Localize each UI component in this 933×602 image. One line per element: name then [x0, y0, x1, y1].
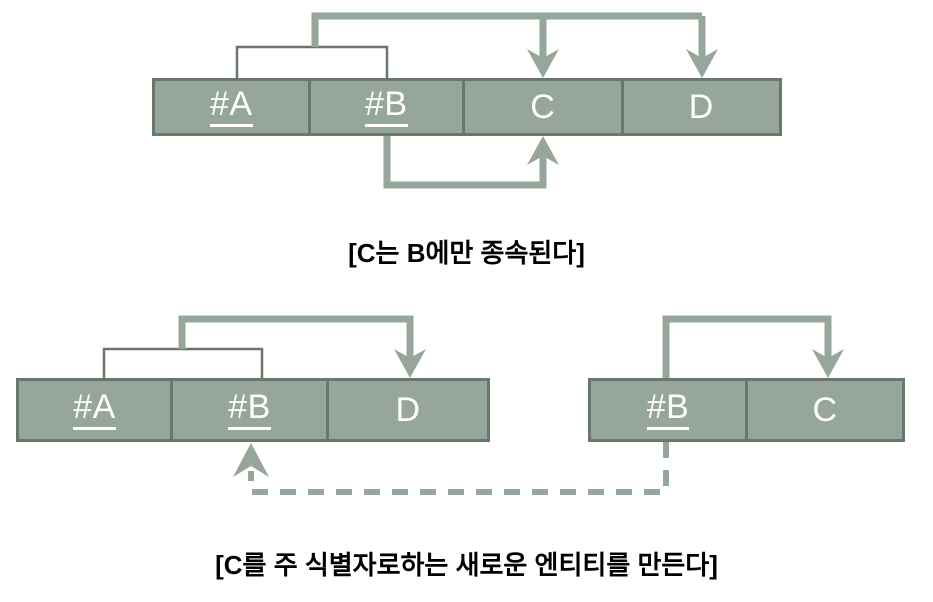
- attribute-label: #A: [73, 389, 116, 430]
- attribute-label: D: [688, 87, 714, 126]
- attribute-cell-a[interactable]: #A: [19, 381, 174, 439]
- foreign-key-dashed-link: [233, 442, 669, 495]
- bottom-left-entity-table[interactable]: #A #B D: [16, 378, 490, 442]
- dependency-arrow-d: [178, 315, 426, 378]
- attribute-cell-b[interactable]: #B: [173, 381, 330, 439]
- bottom-caption: [C를 주 식별자로하는 새로운 엔티티를 만든다]: [215, 550, 718, 580]
- attribute-cell-b[interactable]: #B: [591, 381, 748, 439]
- attribute-cell-d[interactable]: D: [623, 81, 779, 133]
- attribute-cell-a[interactable]: #A: [155, 81, 311, 133]
- attribute-label: D: [395, 390, 421, 429]
- dependency-arrow-c: [662, 315, 844, 378]
- attribute-cell-c[interactable]: C: [465, 81, 624, 133]
- bottom-right-entity-table[interactable]: #B C: [588, 378, 905, 442]
- attribute-label: #B: [228, 389, 271, 430]
- composite-key-bracket-top: [235, 45, 389, 78]
- attribute-cell-d[interactable]: D: [329, 381, 487, 439]
- attribute-cell-c[interactable]: C: [748, 381, 902, 439]
- composite-key-bracket-bottom: [102, 347, 264, 378]
- top-caption: [C는 B에만 종속된다]: [348, 238, 585, 268]
- attribute-label: #B: [364, 86, 408, 127]
- top-entity-table[interactable]: #A #B C D: [152, 78, 782, 136]
- partial-dependency-arrow-top: [383, 136, 559, 189]
- dependency-arrows-top: [311, 12, 718, 78]
- attribute-label: C: [812, 390, 838, 429]
- attribute-label: #B: [646, 389, 690, 430]
- attribute-label: C: [530, 87, 556, 126]
- attribute-cell-b[interactable]: #B: [310, 81, 466, 133]
- attribute-label: #A: [209, 86, 253, 127]
